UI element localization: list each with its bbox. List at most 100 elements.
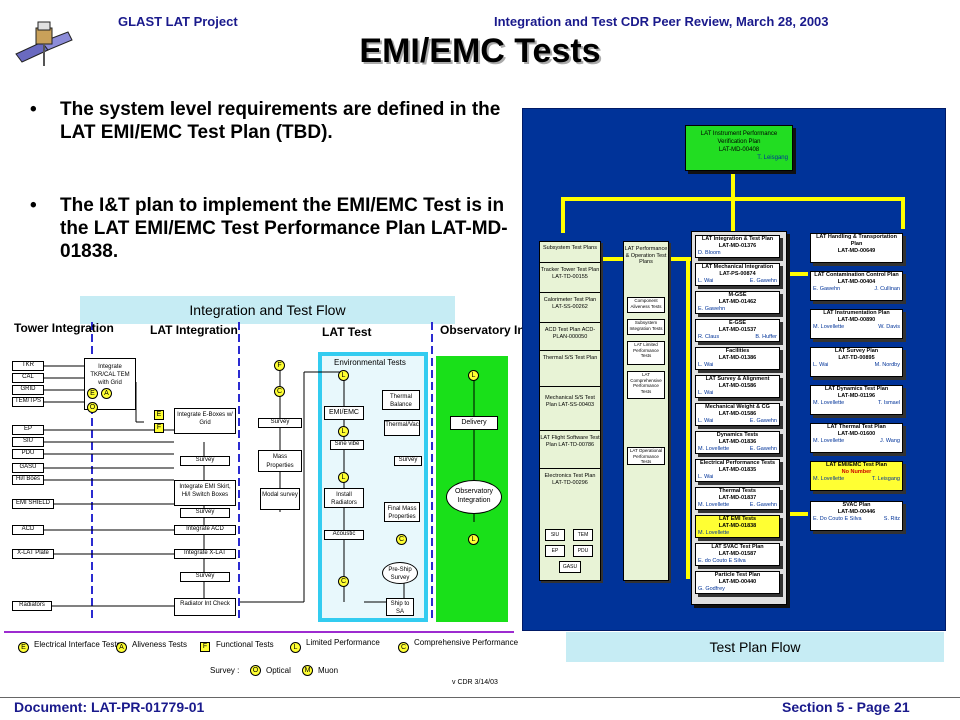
integration-flow-diagram: Tower Integration LAT Integration LAT Te… <box>4 321 576 692</box>
int-box: Survey <box>180 508 230 518</box>
flow-caption: Integration and Test Flow <box>80 296 455 324</box>
obs-box: Delivery <box>450 416 498 430</box>
footer-document: Document: LAT-PR-01779-01 <box>14 699 205 715</box>
marker-l: L <box>468 534 479 545</box>
header-lat-test: LAT Test <box>322 325 372 339</box>
perf-sub: Subsystem Integration Tests <box>627 319 665 335</box>
env-box: Ship to SA <box>386 598 414 616</box>
plan-connectors <box>561 169 905 579</box>
review-name: Integration and Test CDR Peer Review, Ma… <box>494 14 829 29</box>
flow-label: ACD <box>12 525 44 535</box>
header-tower: Tower Integration <box>14 321 114 335</box>
bullet-2: • The I&T plan to implement the EMI/EMC … <box>30 195 508 262</box>
env-title: Environmental Tests <box>334 358 406 367</box>
marker-e: E <box>154 410 164 420</box>
marker-a: A <box>101 388 112 399</box>
flow-label: GASU <box>12 463 44 473</box>
flow-label: Hi/l Boés <box>12 475 44 485</box>
footer-rule <box>0 697 960 698</box>
elec-sub: GASU <box>559 561 581 573</box>
footer-page: Section 5 - Page 21 <box>782 699 910 715</box>
obs-box: Observatory Integration <box>446 480 502 514</box>
int-box: Integrate X-LAT <box>174 549 236 559</box>
project-name: GLAST LAT Project <box>118 14 238 29</box>
flow-label: X-LAT Plate <box>12 549 54 559</box>
marker-c: C <box>338 576 349 587</box>
marker-f: F <box>154 423 164 433</box>
legend-version: v CDR 3/14/03 <box>452 679 498 686</box>
perf-sub: Component Aliveness Tests <box>627 297 665 313</box>
header-lat-integration: LAT Integration <box>150 323 238 337</box>
int-box: Integrate EMI Skirt, Hi/l Switch Boxes <box>174 480 236 506</box>
env-box: Final Mass Properties <box>384 502 420 522</box>
legend-a-icon: A <box>116 642 127 653</box>
bullet-1: • The system level requirements are defi… <box>30 99 501 143</box>
legend-functional: Functional Tests <box>216 640 274 649</box>
int-box: Survey <box>180 572 230 582</box>
env-box: Thermal/Vac <box>384 420 420 436</box>
mid-box: Mass Properties <box>258 450 302 472</box>
tower-integrate-box: Integrate TKR/CAL TEM with Grid <box>84 358 136 410</box>
page-title: EMI/EMC Tests <box>359 32 601 70</box>
mid-box: Modal survey <box>260 488 300 510</box>
env-box: Pre-Ship Survey <box>382 562 418 584</box>
marker-c: C <box>396 534 407 545</box>
marker-c: C <box>274 386 285 397</box>
test-plan-diagram: LAT Instrument Performance Verification … <box>522 108 946 631</box>
plan-top-box: LAT Instrument Performance Verification … <box>685 125 793 171</box>
legend-muon: Muon <box>318 666 339 675</box>
legend-f-icon: F <box>200 642 210 652</box>
flow-label: CAL <box>12 373 44 383</box>
perf-sub: LAT Comprehensive Performance Tests <box>627 371 665 399</box>
marker-l: L <box>468 370 479 381</box>
marker-f: F <box>274 360 285 371</box>
marker-l: L <box>338 370 349 381</box>
flow-label: Radiators <box>12 601 52 611</box>
glast-logo <box>12 14 74 76</box>
elec-sub: EP <box>545 545 565 557</box>
env-box: Install Radiators <box>324 488 364 508</box>
perf-sub: LAT Limited Performance Tests <box>627 341 665 365</box>
env-box: Thermal Balance <box>382 390 420 410</box>
elec-sub: SIU <box>545 529 565 541</box>
legend-survey: Survey : <box>210 666 240 675</box>
env-box: Survey <box>394 456 422 466</box>
legend-electrical: Electrical Interface Tests <box>34 640 121 649</box>
elec-sub: PDU <box>573 545 593 557</box>
legend-c-icon: C <box>398 642 409 653</box>
flow-label: EP <box>12 425 44 435</box>
subsystem-plans-column: Subsystem Test Plans Tracker Tower Test … <box>539 241 601 581</box>
legend-optical-icon: O <box>250 665 261 676</box>
perf-sub: LAT Operational Performance Tests <box>627 447 665 465</box>
marker-optical: O <box>87 402 98 413</box>
plan-caption: Test Plan Flow <box>566 632 944 662</box>
legend-e-icon: E <box>18 642 29 653</box>
flow-label: EMI SHIELD <box>12 499 54 509</box>
legend-comprehensive: Comprehensive Performance <box>414 638 519 647</box>
flow-label: TEM/TPS <box>12 397 44 407</box>
flow-label: TKR <box>12 361 44 371</box>
mid-box: Survey <box>258 418 302 428</box>
